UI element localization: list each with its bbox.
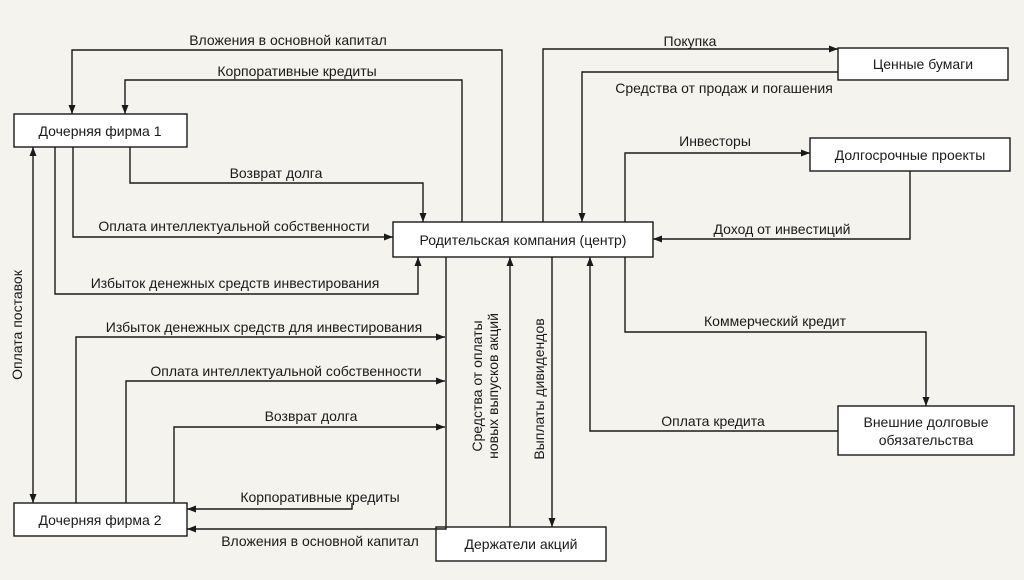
flow-s2-fixed-capital: Вложения в основной капитал [187, 257, 447, 549]
node-label: Долгосрочные проекты [835, 147, 986, 163]
flow-s2-ip-payment: Оплата интеллектуальной собственности [125, 363, 445, 503]
flow-label: Корпоративные кредиты [240, 489, 399, 505]
flow-s2-corporate-credits: Корпоративные кредиты [187, 489, 400, 513]
flow-label: Вложения в основной капитал [189, 32, 387, 48]
node-label: Дочерняя фирма 1 [39, 123, 162, 139]
node-label: Держатели акций [465, 536, 578, 552]
flow-dividend-payments: Выплаты дивидендов [531, 257, 556, 527]
flow-credit-payment: Оплата кредита [586, 257, 838, 432]
flow-s1-surplus: Избыток денежных средств инвестирования [54, 147, 422, 295]
flow-s2-debt-return: Возврат долга [173, 408, 445, 503]
flow-label-line2: новых выпусков акций [485, 313, 501, 459]
flow-label: Корпоративные кредиты [217, 63, 376, 79]
flow-investment-income: Доход от инвестиций [653, 171, 911, 243]
flow-s1-ip-payment: Оплата интеллектуальной собственности [72, 147, 393, 241]
node-label: Дочерняя фирма 2 [39, 512, 162, 528]
node-subsidiary-2: Дочерняя фирма 2 [13, 502, 188, 537]
flow-label: Коммерческий кредит [704, 313, 847, 329]
flow-s1-fixed-capital: Вложения в основной капитал [68, 32, 503, 222]
flow-commercial-credit: Коммерческий кредит [624, 257, 930, 406]
node-external-debt: Внешние долговые обязательства [837, 405, 1015, 456]
node-securities: Ценные бумаги [837, 47, 1009, 81]
flow-label: Избыток денежных средств инвестирования [91, 275, 380, 291]
node-subsidiary-1: Дочерняя фирма 1 [13, 113, 188, 148]
flow-s2-surplus: Избыток денежных средств для инвестирова… [75, 319, 445, 503]
node-label-line2: обязательства [879, 432, 974, 448]
flow-investors: Инвесторы [624, 133, 810, 222]
flow-label: Выплаты дивидендов [531, 318, 547, 459]
flow-purchase: Покупка [542, 33, 838, 222]
flow-label: Избыток денежных средств для инвестирова… [106, 319, 422, 335]
node-label-line1: Внешние долговые [863, 414, 988, 430]
node-parent-company: Родительская компания (центр) [392, 221, 654, 258]
flow-supply-payment: Оплата поставок [9, 147, 37, 503]
flow-label: Возврат долга [265, 408, 358, 424]
flow-label: Оплата кредита [661, 413, 765, 429]
flow-label: Оплата интеллектуальной собственности [150, 363, 421, 379]
flow-s1-debt-return: Возврат долга [129, 147, 427, 222]
flow-s1-corporate-credits: Корпоративные кредиты [121, 63, 463, 222]
node-shareholders: Держатели акций [435, 526, 607, 562]
flow-label: Оплата поставок [9, 269, 25, 380]
flow-label: Средства от продаж и погашения [615, 80, 833, 96]
node-label: Ценные бумаги [873, 56, 973, 72]
flow-sales-redemption: Средства от продаж и погашения [578, 71, 838, 222]
flow-label: Вложения в основной капитал [221, 533, 419, 549]
node-label: Родительская компания (центр) [420, 232, 627, 248]
flow-label: Покупка [664, 33, 717, 49]
flow-label: Инвесторы [679, 133, 751, 149]
flow-label: Возврат долга [230, 165, 323, 181]
node-long-term-projects: Долгосрочные проекты [809, 137, 1011, 172]
flow-label-line1: Средства от оплаты [469, 320, 485, 451]
flow-label: Оплата интеллектуальной собственности [98, 218, 369, 234]
flow-share-issue-funds: Средства от оплаты новых выпусков акций [469, 257, 514, 527]
flow-label: Доход от инвестиций [714, 221, 851, 237]
